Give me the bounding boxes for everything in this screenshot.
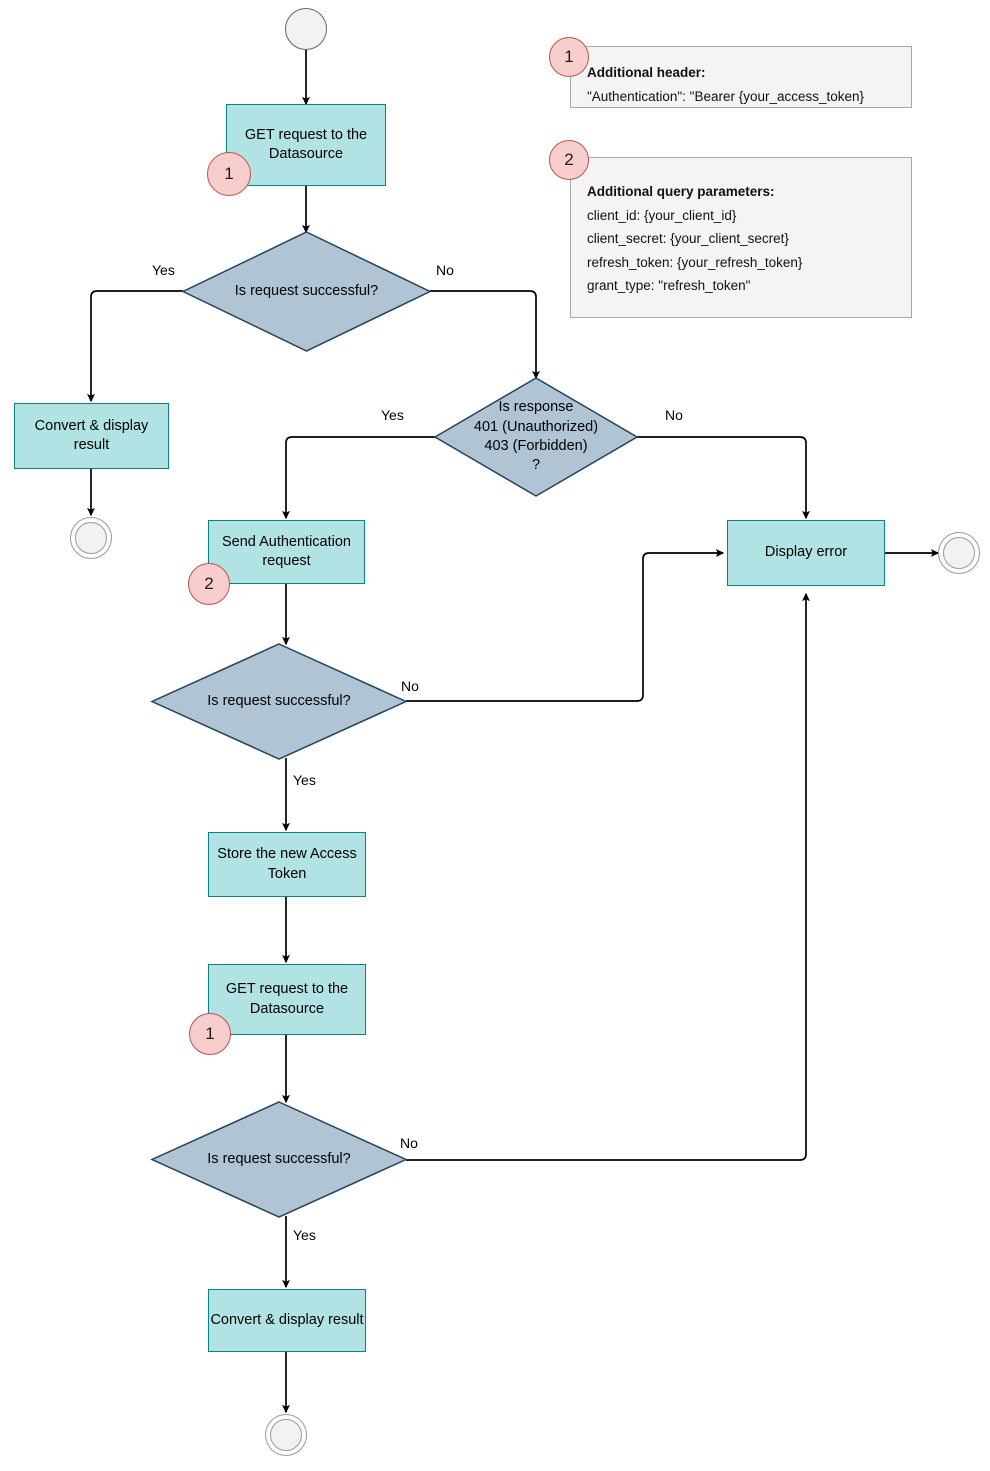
edge-label-decision-response-yes: Yes [381,407,404,423]
badge-number: 2 [564,150,574,169]
badge-number: 1 [564,47,574,66]
node-decision-is-request-successful-3[interactable]: Is request successful? [150,1101,408,1218]
edge-decision2-no [406,549,725,702]
edge-label-decision1-no: No [436,262,454,278]
node-decision-response-code[interactable]: Is response 401 (Unauthorized) 403 (Forb… [433,377,639,497]
badge-note-2[interactable]: 2 [549,140,589,180]
edge-label-decision2-no: No [401,678,419,694]
node-convert-display-result-2[interactable]: Convert & display result [208,1289,366,1352]
edge-label-decision3-no: No [400,1135,418,1151]
note-line: grant_type: "refresh_token" [587,277,751,293]
edge-label-decision2-yes: Yes [293,772,316,788]
node-label: Send Authentication request [222,533,351,569]
node-label: Display error [764,544,848,561]
node-convert-display-result-1[interactable]: Convert & display result [14,403,169,469]
note-line: client_id: {your_client_id} [587,208,737,224]
start-terminator [285,8,327,50]
note-additional-query-parameters: Additional query parameters: client_id: … [570,157,912,318]
node-label: Is response 401 (Unauthorized) 403 (Forb… [473,399,599,474]
node-decision-is-request-successful-1[interactable]: Is request successful? [181,231,432,352]
note-line: "Authentication": "Bearer {your_access_t… [587,89,865,105]
note-line: refresh_token: {your_refresh_token} [587,254,803,270]
node-label: Store the new Access Token [217,846,357,882]
end-terminator-2 [265,1414,307,1456]
node-get-request-datasource-2[interactable]: GET request to the Datasource [208,964,366,1035]
edge-decisionresp-yes [282,436,435,520]
note-title: Additional query parameters: [587,184,775,199]
node-label: Is request successful? [207,692,351,709]
badge-number: 2 [204,574,214,593]
node-label: Convert & display result [210,1311,364,1328]
badge-number: 1 [205,1024,215,1043]
node-send-authentication-request[interactable]: Send Authentication request [208,520,365,584]
node-label: Is request successful? [207,1150,351,1167]
badge-get-request-2[interactable]: 1 [189,1013,231,1055]
node-decision-is-request-successful-2[interactable]: Is request successful? [150,643,408,760]
node-store-new-access-token[interactable]: Store the new Access Token [208,832,366,897]
edge-decision1-no [430,290,540,380]
note-line: client_secret: {your_client_secret} [587,231,789,247]
node-get-request-datasource-1[interactable]: GET request to the Datasource [226,104,386,186]
edge-label-decision3-yes: Yes [293,1227,316,1243]
note-title: Additional header: [587,65,706,80]
note-additional-header: Additional header: "Authentication": "Be… [570,46,912,108]
node-label: GET request to the Datasource [225,981,349,1017]
edge-decision3-no [406,592,810,1161]
node-display-error[interactable]: Display error [727,520,885,586]
badge-note-1[interactable]: 1 [549,37,589,77]
end-terminator-1 [70,517,112,559]
edge-decision1-yes [87,290,183,403]
badge-number: 1 [224,164,234,183]
edge-decisionresp-no [637,436,810,520]
node-label: Convert & display result [34,417,149,453]
edge-label-decision1-yes: Yes [152,262,175,278]
node-label: Is request successful? [234,282,379,299]
badge-get-request-1[interactable]: 1 [207,152,251,196]
edge-label-decision-response-no: No [665,407,683,423]
badge-send-auth-request[interactable]: 2 [188,563,230,605]
end-terminator-error [938,532,980,574]
node-label: GET request to the Datasource [244,126,368,162]
